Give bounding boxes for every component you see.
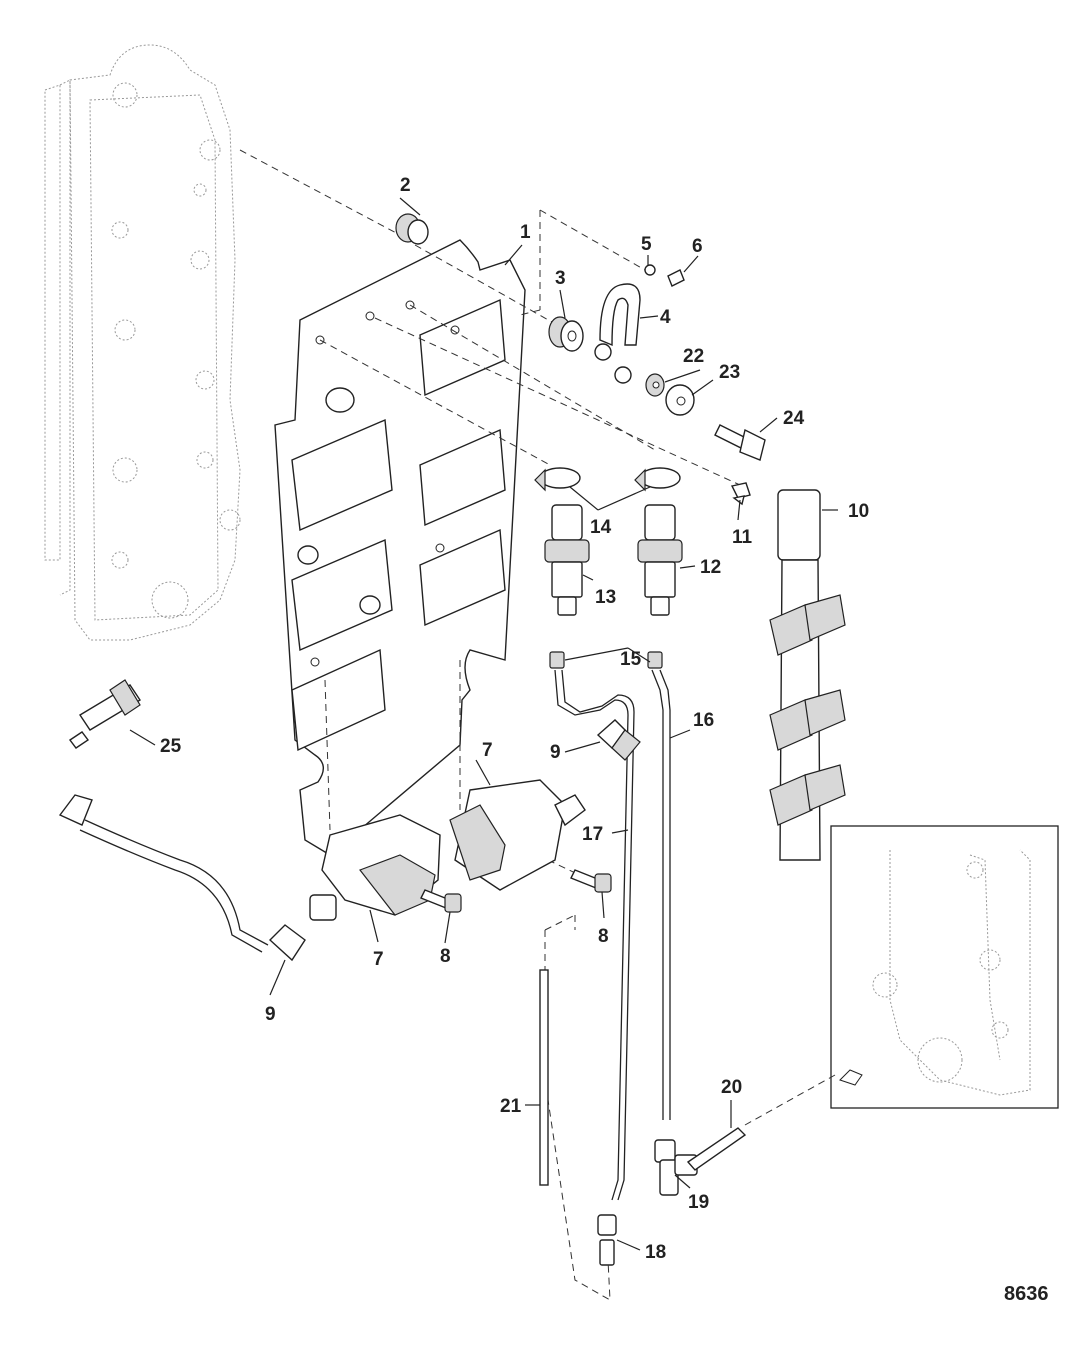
small-hardware <box>644 264 695 416</box>
callout-9a: 9 <box>550 742 561 763</box>
callout-1: 1 <box>520 222 531 243</box>
callout-4: 4 <box>660 307 671 328</box>
callout-12: 12 <box>700 557 721 578</box>
mounting-plate <box>274 239 526 856</box>
callout-16: 16 <box>693 710 714 731</box>
hoses <box>554 669 671 1201</box>
callout-7a: 7 <box>482 740 493 761</box>
spark-plug <box>68 679 141 749</box>
callout-18: 18 <box>645 1242 666 1263</box>
grommet <box>548 316 584 352</box>
callout-20: 20 <box>721 1077 742 1098</box>
callout-labels: 1 2 3 4 5 6 7 7 8 8 9 9 10 11 12 13 14 1… <box>160 175 1049 1305</box>
leader-lines <box>129 197 838 1251</box>
callout-22: 22 <box>683 346 704 367</box>
hose-connector <box>597 1214 617 1266</box>
callout-21: 21 <box>500 1096 522 1117</box>
hose-clamps <box>534 467 681 492</box>
callout-9b: 9 <box>265 1004 276 1025</box>
callout-13: 13 <box>595 587 616 608</box>
fittings <box>549 651 663 669</box>
callout-8b: 8 <box>598 926 609 947</box>
tee-fitting <box>654 1139 698 1196</box>
callout-5: 5 <box>641 234 652 255</box>
callout-11: 11 <box>732 527 753 548</box>
callout-14: 14 <box>590 517 612 538</box>
long-tube <box>539 969 549 1186</box>
callout-6: 6 <box>692 236 703 257</box>
spark-plug-wire <box>79 819 269 953</box>
inset-view-box <box>830 825 1059 1109</box>
coil-bolts <box>420 869 612 913</box>
push-clip <box>730 482 751 506</box>
spark-plug-boots <box>58 719 641 962</box>
callout-10: 10 <box>848 501 869 522</box>
callout-19: 19 <box>688 1192 709 1213</box>
figure-number: 8636 <box>1004 1283 1049 1305</box>
wire-harness <box>769 489 846 861</box>
ground-strap <box>594 283 641 384</box>
callout-15: 15 <box>620 649 642 670</box>
engine-block-reference <box>44 44 241 641</box>
callout-8a: 8 <box>440 946 451 967</box>
callout-23: 23 <box>719 362 740 383</box>
pressure-sensors <box>544 504 683 616</box>
bushing <box>395 213 429 245</box>
callout-25: 25 <box>160 736 182 757</box>
bolt <box>714 424 766 461</box>
callout-3: 3 <box>555 268 566 289</box>
ignition-coils <box>309 779 586 921</box>
callout-24: 24 <box>783 408 805 429</box>
callout-2: 2 <box>400 175 411 196</box>
short-tube <box>686 1127 747 1171</box>
callout-17: 17 <box>582 824 603 845</box>
callout-7b: 7 <box>373 949 384 970</box>
